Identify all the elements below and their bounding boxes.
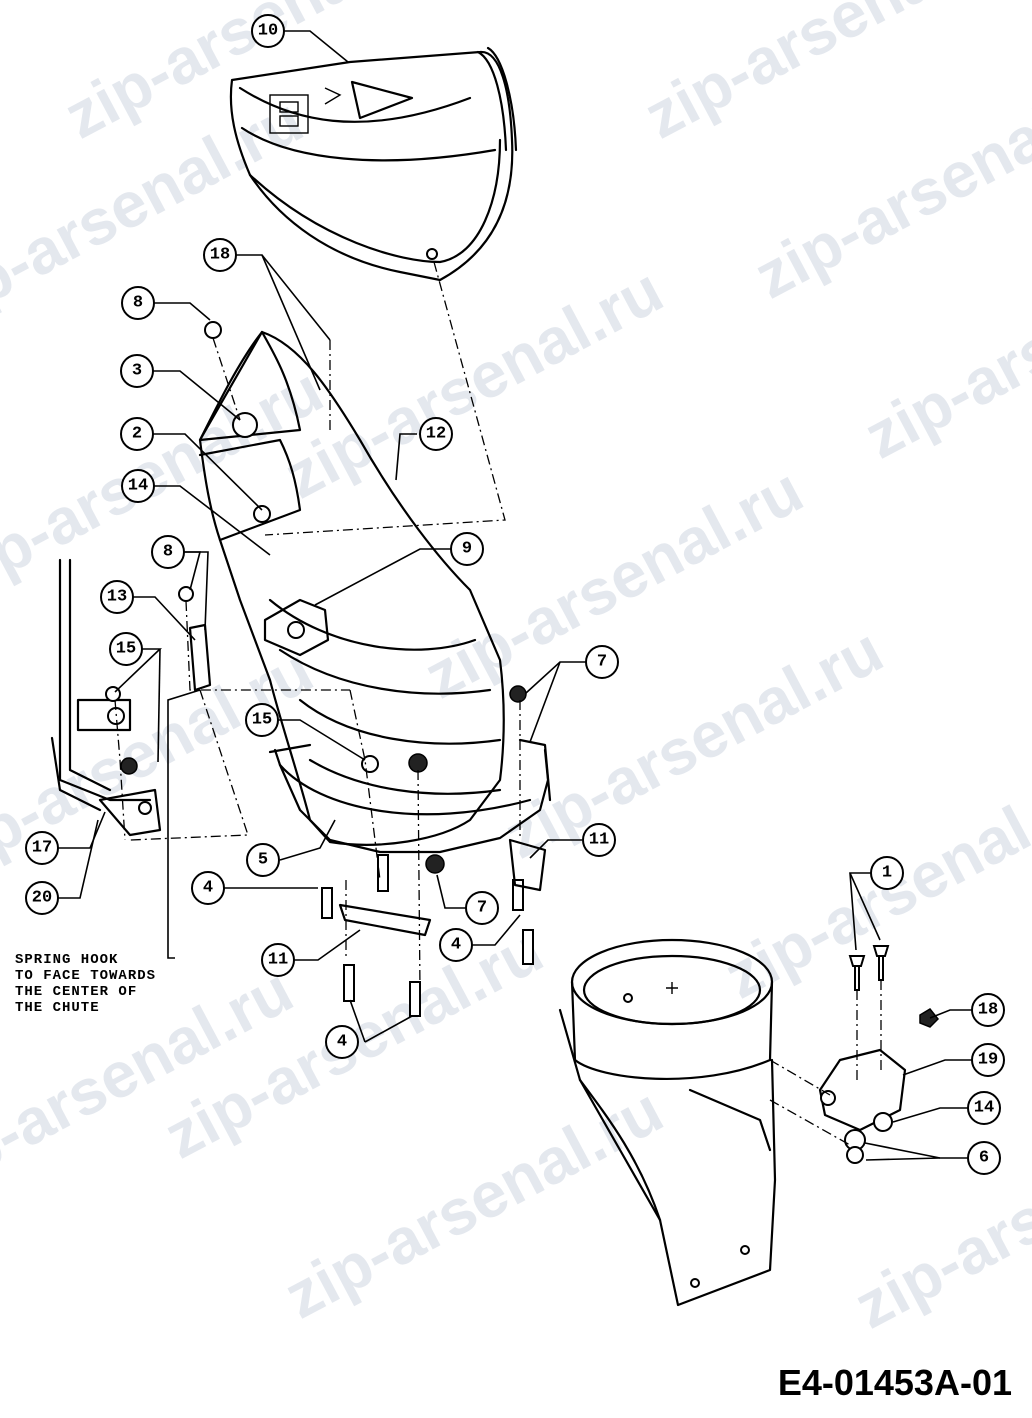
- callout-3: 3: [120, 354, 154, 388]
- callout-15: 15: [109, 632, 143, 666]
- watermark-text: zip-arsenal.ru: [0, 353, 334, 612]
- svg-text:15: 15: [116, 640, 136, 659]
- chute-base-ring: [268, 738, 552, 854]
- svg-text:10: 10: [258, 22, 278, 41]
- callout-4: 4: [439, 928, 473, 962]
- callout-4: 4: [191, 871, 225, 905]
- svg-text:18: 18: [210, 246, 230, 265]
- callout-group: 10 18 8 3 2 14 12 9 8 13 15 7 15 17 20 5…: [25, 14, 1005, 1175]
- leader-lines: [58, 30, 972, 1161]
- svg-text:20: 20: [32, 889, 52, 908]
- note-line: SPRING HOOK: [15, 952, 118, 968]
- svg-text:4: 4: [451, 936, 461, 955]
- callout-15: 15: [245, 703, 279, 737]
- svg-text:2: 2: [132, 425, 142, 444]
- svg-text:4: 4: [337, 1033, 347, 1052]
- svg-text:6: 6: [979, 1149, 989, 1168]
- callout-4: 4: [325, 1025, 359, 1059]
- watermark-text: zip-arsenal.ru: [273, 253, 674, 512]
- svg-text:11: 11: [268, 951, 288, 970]
- callout-18: 18: [203, 238, 237, 272]
- upper-chute-part: [198, 330, 505, 846]
- lower-chute-base-part: [558, 938, 777, 1307]
- svg-text:15: 15: [252, 711, 272, 730]
- callout-19: 19: [971, 1043, 1005, 1077]
- svg-text:14: 14: [974, 1099, 994, 1118]
- svg-text:7: 7: [477, 899, 487, 918]
- watermark-text: zip-arsenal.ru: [713, 753, 1032, 1012]
- callout-9: 9: [450, 532, 484, 566]
- callout-20: 20: [25, 881, 59, 915]
- note-line: THE CENTER OF: [15, 984, 137, 1000]
- watermark-text: zip-arsenal.ru: [843, 1083, 1032, 1342]
- svg-text:19: 19: [978, 1051, 998, 1070]
- svg-text:17: 17: [32, 839, 52, 858]
- callout-7: 7: [465, 891, 499, 925]
- callout-6: 6: [967, 1141, 1001, 1175]
- callout-17: 17: [25, 831, 59, 865]
- watermark-text: zip-arsenal.ru: [743, 53, 1032, 312]
- svg-text:11: 11: [589, 831, 609, 850]
- callout-12: 12: [419, 417, 453, 451]
- callout-7: 7: [585, 645, 619, 679]
- callout-13: 13: [100, 580, 134, 614]
- svg-text:5: 5: [258, 851, 268, 870]
- assembly-note: SPRING HOOK TO FACE TOWARDS THE CENTER O…: [15, 952, 156, 1016]
- note-line: TO FACE TOWARDS: [15, 968, 156, 984]
- svg-text:8: 8: [163, 543, 173, 562]
- callout-14: 14: [121, 469, 155, 503]
- callout-14: 14: [967, 1091, 1001, 1125]
- watermark-text: zip-arsenal.ru: [273, 1073, 674, 1332]
- callout-1: 1: [870, 856, 904, 890]
- note-line: THE CHUTE: [15, 1000, 100, 1016]
- callout-11: 11: [582, 823, 616, 857]
- svg-text:3: 3: [132, 362, 142, 381]
- svg-text:13: 13: [107, 588, 127, 607]
- callout-2: 2: [120, 417, 154, 451]
- svg-text:9: 9: [462, 540, 472, 559]
- svg-text:18: 18: [978, 1001, 998, 1020]
- svg-text:12: 12: [426, 425, 446, 444]
- callout-8: 8: [151, 535, 185, 569]
- pivot-bracket-part: [818, 1008, 940, 1164]
- svg-text:7: 7: [597, 653, 607, 672]
- drawing-code: E4-01453A-01: [778, 1362, 1012, 1403]
- callout-10: 10: [251, 14, 285, 48]
- hardware-group: [105, 321, 890, 1017]
- callout-5: 5: [246, 843, 280, 877]
- watermark-layer: zip-arsenal.ru zip-arsenal.ru zip-arsena…: [0, 0, 1032, 1342]
- callout-8: 8: [121, 286, 155, 320]
- callout-11: 11: [261, 943, 295, 977]
- svg-text:4: 4: [203, 879, 213, 898]
- svg-text:8: 8: [133, 294, 143, 313]
- callout-18: 18: [971, 993, 1005, 1027]
- svg-text:14: 14: [128, 477, 148, 496]
- svg-text:1: 1: [882, 864, 892, 883]
- handle-bracket-part: [50, 558, 162, 837]
- deflector-part: [229, 46, 518, 282]
